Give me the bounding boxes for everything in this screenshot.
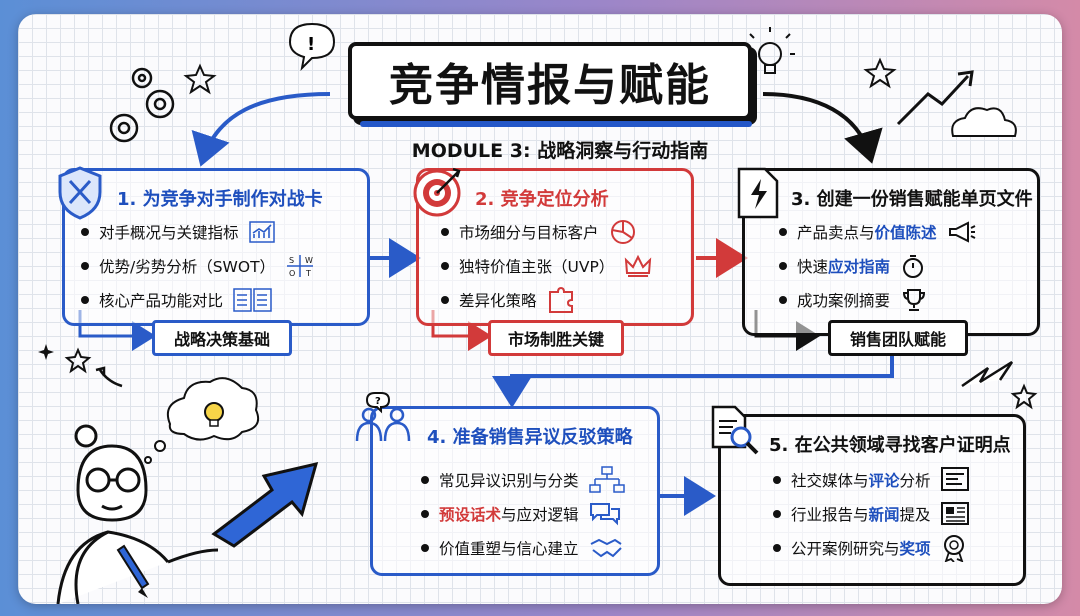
cloud-icon [951, 107, 1017, 137]
list-item: 核心产品功能对比 [81, 283, 315, 317]
review-icon [940, 467, 969, 493]
growth-arrow-icon [211, 461, 319, 548]
checklist-icon [233, 288, 273, 312]
exclamation-bubble-icon: ! [288, 22, 336, 71]
curved-arrow-icon [98, 369, 123, 388]
flowchart-icon [588, 466, 625, 494]
card-5-title: 5. 在公共领域寻找客户证明点 [769, 435, 1011, 456]
connector-layer: ! [38, 22, 1038, 604]
discussion-people-icon: ? [355, 392, 411, 442]
card-4-title: 4. 准备销售异议反驳策略 [427, 427, 633, 448]
list-item: 对手概况与关键指标 [81, 215, 315, 249]
pen-icon [116, 544, 150, 598]
list-item: 市场细分与目标客户 [441, 215, 652, 249]
list-item: 价值重塑与信心建立 [421, 531, 625, 565]
svg-text:T: T [305, 269, 311, 278]
handshake-icon [589, 536, 623, 560]
chart-icon [248, 221, 275, 243]
newspaper-icon [940, 501, 971, 527]
title-underline [360, 121, 752, 127]
list-item: 独特价值主张（UVP） [441, 249, 652, 283]
list-item: 公开案例研究与奖项 [773, 531, 971, 565]
svg-text:W: W [305, 256, 313, 265]
lightning-document-icon [737, 167, 779, 219]
zigzag-arrow-icon [961, 360, 1014, 388]
card-2-list: 市场细分与目标客户 独特价值主张（UVP） 差异化策略 [441, 215, 652, 317]
stopwatch-icon [900, 253, 926, 279]
main-title-box: 竞争情报与赋能 [348, 42, 752, 120]
shield-swords-icon [58, 166, 102, 220]
svg-text:?: ? [375, 396, 381, 407]
arrow-title-to-card3 [762, 92, 883, 164]
trophy-icon [900, 287, 928, 313]
card-customer-proof-points: 5. 在公共领域寻找客户证明点 社交媒体与评论分析 行业报告与新闻提及 公开案例… [711, 405, 1026, 586]
star-icon [183, 63, 217, 95]
list-item: 差异化策略 [441, 283, 652, 317]
list-item: 社交媒体与评论分析 [773, 463, 971, 497]
card-5-list: 社交媒体与评论分析 行业报告与新闻提及 公开案例研究与奖项 [773, 463, 971, 565]
svg-text:O: O [289, 269, 295, 278]
arrow-title-to-card1 [191, 92, 331, 167]
card-2-title: 2. 竞争定位分析 [475, 189, 609, 210]
module-subtitle: MODULE 3: 战略洞察与行动指南 [411, 140, 709, 162]
crown-icon [624, 254, 652, 278]
gears-icon [109, 67, 175, 143]
card-4-list: 常见异议识别与分类 预设话术与应对逻辑 价值重塑与信心建立 [421, 463, 625, 565]
tag-sales-team-enablement: 销售团队赋能 [828, 320, 968, 356]
sparkle-icon [38, 344, 54, 360]
star-icon [1010, 383, 1038, 410]
list-item: 常见异议识别与分类 [421, 463, 625, 497]
megaphone-icon [947, 220, 977, 244]
trend-arrow-icon [896, 74, 970, 126]
whiteboard-canvas: ! [18, 14, 1062, 604]
list-item: 产品卖点与价值陈述 [779, 215, 977, 249]
pie-chart-icon [609, 218, 637, 246]
tag-strategic-foundation: 战略决策基础 [152, 320, 292, 356]
lightbulb-icon [745, 27, 795, 74]
puzzle-icon [547, 287, 575, 313]
award-icon [941, 534, 967, 562]
star-icon [863, 57, 897, 89]
presenter-person-illustration [56, 424, 219, 604]
svg-text:S: S [289, 256, 294, 265]
chat-bubbles-icon [589, 501, 621, 527]
list-item: 预设话术与应对逻辑 [421, 497, 625, 531]
svg-text:!: ! [307, 34, 315, 55]
list-item: 成功案例摘要 [779, 283, 977, 317]
card-3-title: 3. 创建一份销售赋能单页文件 [791, 189, 1033, 210]
swot-icon: S W O T [285, 253, 315, 279]
arrow-card3-to-card4 [492, 354, 894, 408]
star-icon [64, 347, 92, 374]
thought-bubble-lightbulb-icon [144, 377, 260, 464]
page-title: 竞争情报与赋能 [389, 60, 711, 111]
magnifier-document-icon [711, 405, 759, 455]
card-competitive-positioning: 2. 竞争定位分析 市场细分与目标客户 独特价值主张（UVP） 差异化策略 [413, 167, 694, 326]
card-1-title: 1. 为竞争对手制作对战卡 [117, 189, 323, 210]
tag-market-winning-key: 市场制胜关键 [488, 320, 624, 356]
card-objection-handling: ? 4. 准备销售异议反驳策略 常见异议识别与分类 预设话术与应对逻辑 价值重塑… [355, 392, 660, 576]
target-icon [413, 167, 461, 217]
list-item: 快速应对指南 [779, 249, 977, 283]
card-sales-one-pager: 3. 创建一份销售赋能单页文件 产品卖点与价值陈述 快速应对指南 成功案例摘要 [737, 167, 1040, 336]
list-item: 行业报告与新闻提及 [773, 497, 971, 531]
card-3-list: 产品卖点与价值陈述 快速应对指南 成功案例摘要 [779, 215, 977, 317]
